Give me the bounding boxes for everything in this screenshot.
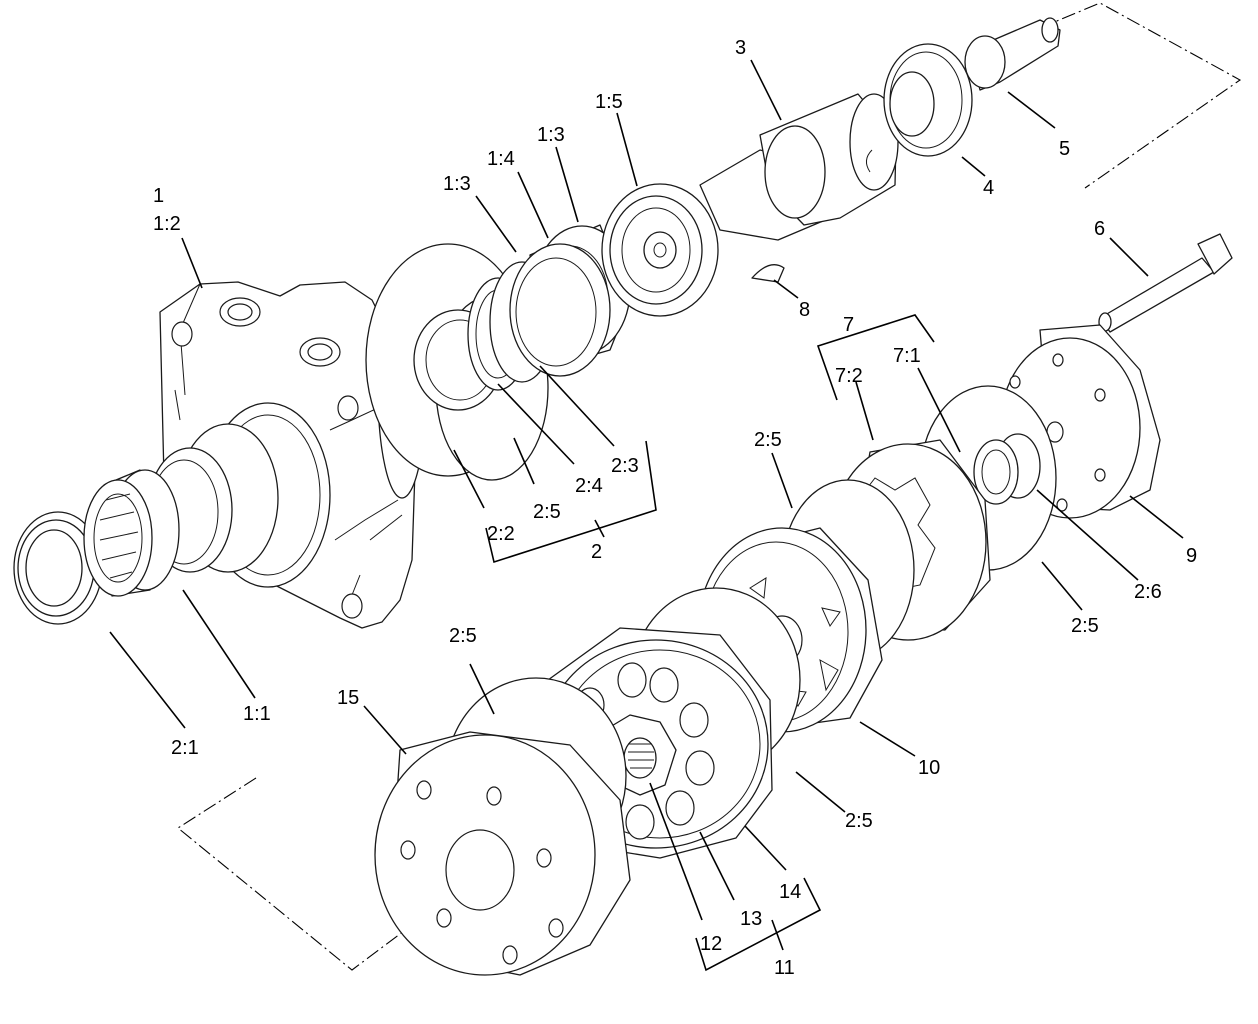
label-7-2: 7:2 — [835, 365, 863, 387]
end-plate-15 — [374, 731, 631, 976]
label-12: 12 — [700, 933, 722, 955]
label-7: 7 — [843, 314, 854, 336]
label-2-2: 2:2 — [487, 523, 515, 545]
label-15: 15 — [337, 687, 359, 709]
shaft-3 — [699, 93, 899, 241]
label-1-2: 1:2 — [153, 213, 181, 235]
label-2-5-right: 2:5 — [1071, 615, 1099, 637]
label-6: 6 — [1094, 218, 1105, 240]
needle-bearing-1-1 — [83, 469, 180, 597]
seal-2-1 — [13, 511, 103, 625]
label-1-5: 1:5 — [595, 91, 623, 113]
drive-5 — [964, 17, 1061, 91]
key-8 — [751, 264, 785, 283]
label-4: 4 — [983, 177, 994, 199]
label-2-3: 2:3 — [611, 455, 639, 477]
label-1: 1 — [153, 185, 164, 207]
label-8: 8 — [799, 299, 810, 321]
bolt-6 — [1098, 233, 1233, 333]
label-2-1: 2:1 — [171, 737, 199, 759]
needle-bearing-1-5 — [601, 183, 719, 317]
label-1-1: 1:1 — [243, 703, 271, 725]
label-1-3b: 1:3 — [537, 124, 565, 146]
label-1-3a: 1:3 — [443, 173, 471, 195]
label-5: 5 — [1059, 138, 1070, 160]
label-9: 9 — [1186, 545, 1197, 567]
label-11: 11 — [774, 957, 795, 979]
label-2: 2 — [591, 541, 602, 563]
label-2-6: 2:6 — [1134, 581, 1162, 603]
label-3: 3 — [735, 37, 746, 59]
label-2-5-mid: 2:5 — [754, 429, 782, 451]
callout-labels: 1 1:2 1:1 2:1 1:3 1:4 1:3 1:5 3 5 4 6 8 … — [153, 37, 1197, 979]
label-2-5-left: 2:5 — [449, 625, 477, 647]
leader-lines — [109, 59, 1184, 972]
seal-2-6 — [973, 433, 1041, 505]
spline-coupling-4 — [883, 43, 973, 157]
label-14: 14 — [779, 881, 801, 903]
label-2-4: 2:4 — [575, 475, 603, 497]
label-1-4: 1:4 — [487, 148, 515, 170]
label-2-5-top: 2:5 — [533, 501, 561, 523]
label-10: 10 — [918, 757, 940, 779]
label-13: 13 — [740, 908, 762, 930]
axis-line-top — [1039, 2, 1242, 189]
label-7-1: 7:1 — [893, 345, 921, 367]
label-2-5-lower: 2:5 — [845, 810, 873, 832]
